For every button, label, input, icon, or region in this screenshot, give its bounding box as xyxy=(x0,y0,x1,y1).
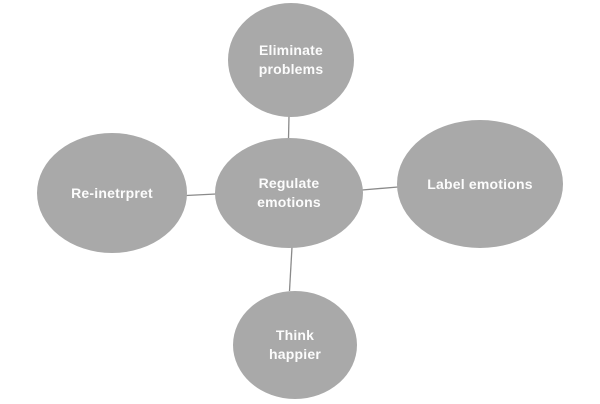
node-re-inetrpret: Re-inetrpret xyxy=(37,133,187,253)
node-think-happier-label: Think happier xyxy=(269,327,321,362)
connector-center-to-top xyxy=(287,115,290,140)
node-label-emotions: Label emotions xyxy=(397,120,563,248)
node-regulate-emotions-label: Regulate emotions xyxy=(257,175,321,210)
connector-center-to-left xyxy=(185,193,217,197)
node-eliminate-problems-label: Eliminate problems xyxy=(258,42,324,77)
node-label-emotions-label: Label emotions xyxy=(427,175,533,192)
connector-center-to-bottom xyxy=(288,246,293,292)
node-eliminate-problems: Eliminate problems xyxy=(228,3,354,117)
connector-center-to-right xyxy=(361,186,399,191)
node-regulate-emotions: Regulate emotions xyxy=(215,138,363,248)
node-think-happier: Think happier xyxy=(233,291,357,399)
node-re-inetrpret-label: Re-inetrpret xyxy=(71,184,153,201)
